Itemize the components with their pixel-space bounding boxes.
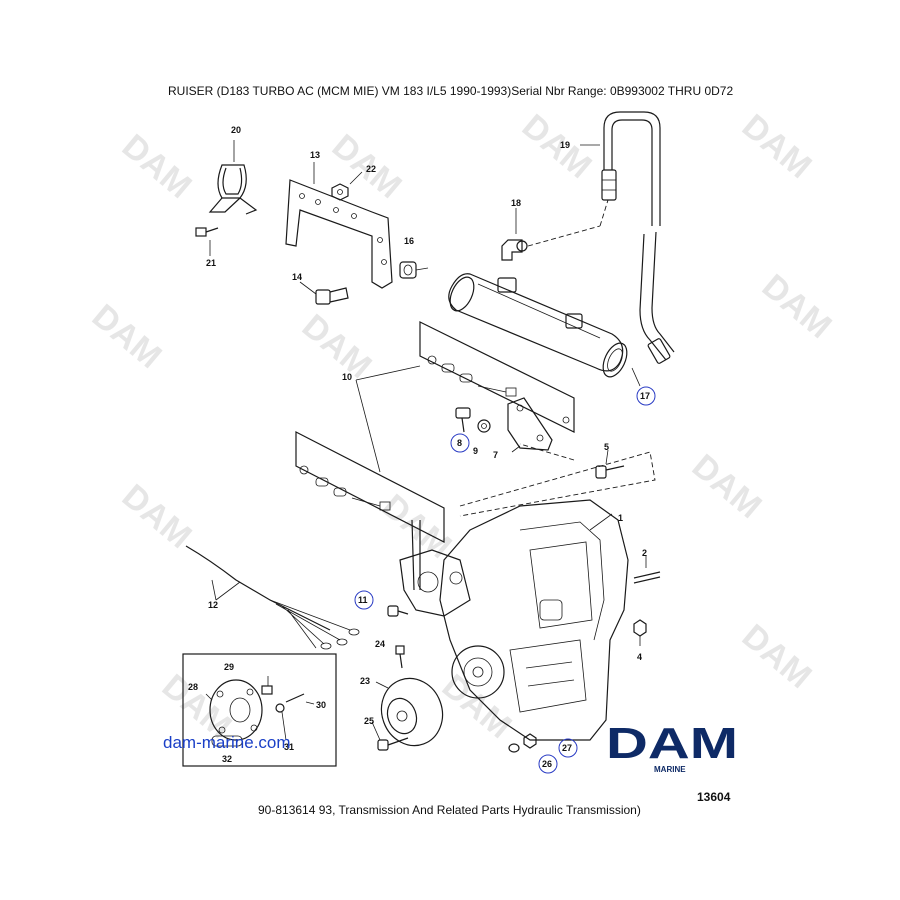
callout-29: 29 xyxy=(224,662,234,672)
part-4-nut xyxy=(633,619,647,646)
part-18-elbow xyxy=(501,199,609,261)
callout-10: 10 xyxy=(342,372,352,382)
callout-1: 1 xyxy=(618,513,623,523)
callout-22: 22 xyxy=(366,164,376,174)
part-19-hose xyxy=(580,111,675,364)
part-1-transmission xyxy=(399,499,629,741)
part-24-bolt xyxy=(395,645,405,669)
circled-callout-27: 27 xyxy=(562,743,572,753)
circled-callout-8-ring xyxy=(450,433,470,453)
part-5-bolt xyxy=(595,449,625,479)
part-26-washer xyxy=(508,743,520,753)
callout-12: 12 xyxy=(208,600,218,610)
circled-callout-26-ring xyxy=(538,754,558,774)
watermark: DAM xyxy=(735,107,819,186)
part-25-bolt xyxy=(371,721,409,751)
circled-callout-26: 26 xyxy=(542,759,552,769)
watermark: DAM xyxy=(435,667,519,746)
logo-text: DAM xyxy=(606,719,738,768)
callout-16: 16 xyxy=(404,236,414,246)
part-2-stud xyxy=(633,556,661,584)
inset-box xyxy=(182,653,337,767)
callout-4: 4 xyxy=(637,652,642,662)
watermark: DAM xyxy=(755,267,839,346)
watermark-layer: DAM DAM DAM DAM DAM DAM DAM DAM DAM DAM … xyxy=(85,107,839,746)
circled-callout-17: 17 xyxy=(640,391,650,401)
part-23-coupler xyxy=(375,677,444,747)
callout-25: 25 xyxy=(364,716,374,726)
callout-5: 5 xyxy=(604,442,609,452)
dam-logo: DAM MARINE xyxy=(606,719,738,774)
callout-30: 30 xyxy=(316,700,326,710)
callout-32: 32 xyxy=(222,754,232,764)
circled-callouts: 8 11 17 26 27 xyxy=(354,386,656,774)
circled-callout-17-ring xyxy=(636,386,656,406)
callout-labels: 20 13 22 21 16 14 19 18 10 9 7 5 1 2 4 1… xyxy=(188,125,647,764)
circled-callout-11-ring xyxy=(354,590,374,610)
watermark: DAM xyxy=(685,447,769,526)
circled-callout-27-ring xyxy=(558,738,578,758)
site-link[interactable]: dam-marine.com xyxy=(163,733,291,752)
part-16-spacer xyxy=(399,261,429,279)
diagram-caption: 90-813614 93, Transmission And Related P… xyxy=(258,803,641,817)
callout-28: 28 xyxy=(188,682,198,692)
circled-callout-8: 8 xyxy=(457,438,462,448)
watermark: DAM xyxy=(85,297,169,376)
diagram-code: 13604 xyxy=(697,790,731,804)
callout-21: 21 xyxy=(206,258,216,268)
part-10-kit xyxy=(295,321,575,543)
watermark: DAM xyxy=(375,487,459,566)
callout-7: 7 xyxy=(493,450,498,460)
circled-callout-11: 11 xyxy=(358,595,368,605)
part-20-clamp xyxy=(208,140,258,215)
part-22-nut xyxy=(331,171,363,201)
watermark: DAM xyxy=(735,617,819,696)
diagram-header: RUISER (D183 TURBO AC (MCM MIE) VM 183 I… xyxy=(168,84,734,98)
part-7-bracket xyxy=(507,397,570,453)
watermark: DAM xyxy=(115,127,199,206)
watermark: DAM xyxy=(115,477,199,556)
part-12-harness xyxy=(185,545,360,650)
callout-19: 19 xyxy=(560,140,570,150)
callout-23: 23 xyxy=(360,676,370,686)
part-8-bolt xyxy=(455,407,471,433)
part-17-cooler xyxy=(448,273,641,387)
logo-subtext: MARINE xyxy=(654,765,686,774)
watermark: DAM xyxy=(295,307,379,386)
callout-18: 18 xyxy=(511,198,521,208)
part-13-bracket xyxy=(285,162,393,289)
watermark: DAM xyxy=(515,107,599,186)
callout-20: 20 xyxy=(231,125,241,135)
part-9-washer xyxy=(477,419,491,433)
part-21-bolt xyxy=(195,227,219,256)
callout-14: 14 xyxy=(292,272,302,282)
callout-24: 24 xyxy=(375,639,385,649)
part-11-sender xyxy=(387,605,409,617)
callout-13: 13 xyxy=(310,150,320,160)
leader-lines xyxy=(459,443,656,517)
callout-2: 2 xyxy=(642,548,647,558)
callout-31: 31 xyxy=(284,742,294,752)
part-14-bolt xyxy=(299,281,349,305)
part-27-nut xyxy=(523,733,537,749)
callout-9: 9 xyxy=(473,446,478,456)
